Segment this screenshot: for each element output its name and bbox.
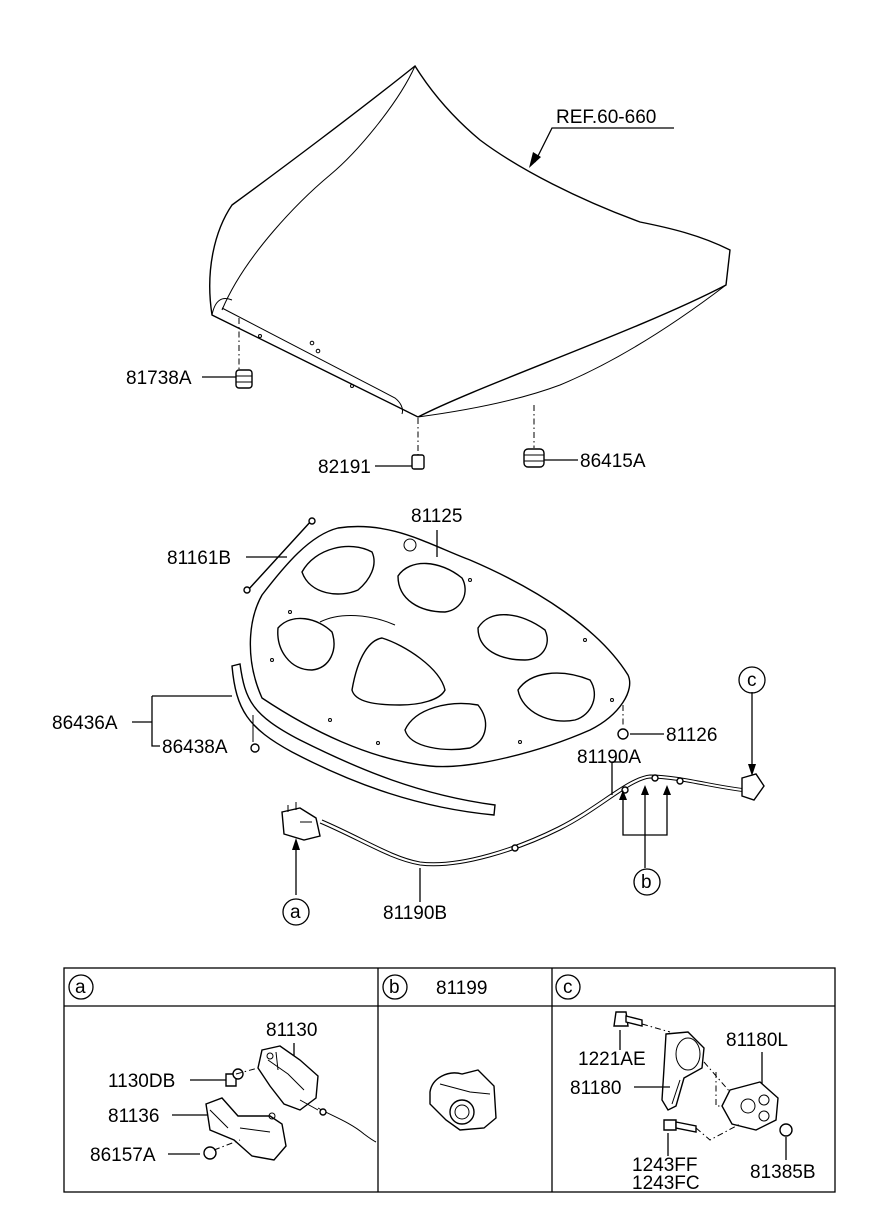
table-b-title: 81199 [436, 978, 487, 999]
label-86415A: 86415A [580, 451, 646, 472]
label-81180: 81180 [570, 1078, 621, 1099]
ref-label: REF.60-660 [556, 107, 656, 128]
label-81738A: 81738A [126, 368, 192, 389]
label-86436A: 86436A [52, 713, 118, 734]
circle-label-b: b [633, 868, 661, 896]
label-86438A: 86438A [162, 737, 228, 758]
label-81190A: 81190A [577, 747, 641, 768]
circle-a-text: a [290, 902, 301, 923]
ref-callout: REF.60-660 [529, 107, 674, 168]
release-cable: 81190A 81190B [319, 747, 749, 924]
table-c-key: c [563, 977, 573, 998]
circle-label-a: a [282, 898, 310, 926]
label-81136: 81136 [108, 1106, 159, 1127]
circle-c-text: c [747, 670, 757, 691]
clip-81126: 81126 [617, 705, 717, 746]
label-1130DB: 1130DB [108, 1071, 175, 1092]
callout-81125: 81125 [411, 506, 462, 557]
circle-b-text: b [641, 872, 652, 893]
circle-label-c: c [738, 666, 766, 694]
label-81130: 81130 [266, 1020, 317, 1041]
table-a-key: a [75, 977, 86, 998]
label-81161B: 81161B [167, 548, 231, 569]
label-1243FF: 1243FF [632, 1155, 697, 1176]
hood-panel [209, 64, 731, 418]
seal-strip: 86436A 86438A [52, 663, 496, 816]
label-81126: 81126 [666, 725, 717, 746]
table-b-key: b [389, 977, 400, 998]
bumper-86415A: 86415A [523, 405, 646, 472]
handle-connector [741, 692, 765, 801]
label-81125: 81125 [411, 506, 462, 527]
label-86157A: 86157A [90, 1145, 156, 1166]
hood-stay-rod: 81161B [167, 517, 316, 594]
insulator-pad [249, 525, 631, 768]
latch-assembly [281, 802, 321, 895]
detail-table: a 81130 1130DB 81136 86157A b 81199 c [63, 967, 836, 1194]
label-1221AE: 1221AE [578, 1049, 646, 1070]
label-81180L: 81180L [726, 1030, 788, 1051]
label-82191: 82191 [318, 457, 371, 478]
label-1243FC: 1243FC [632, 1173, 700, 1194]
bumper-81738A: 81738A [126, 318, 253, 389]
label-81190B: 81190B [383, 903, 447, 924]
label-81385B: 81385B [750, 1162, 816, 1183]
bumper-82191: 82191 [318, 418, 425, 478]
